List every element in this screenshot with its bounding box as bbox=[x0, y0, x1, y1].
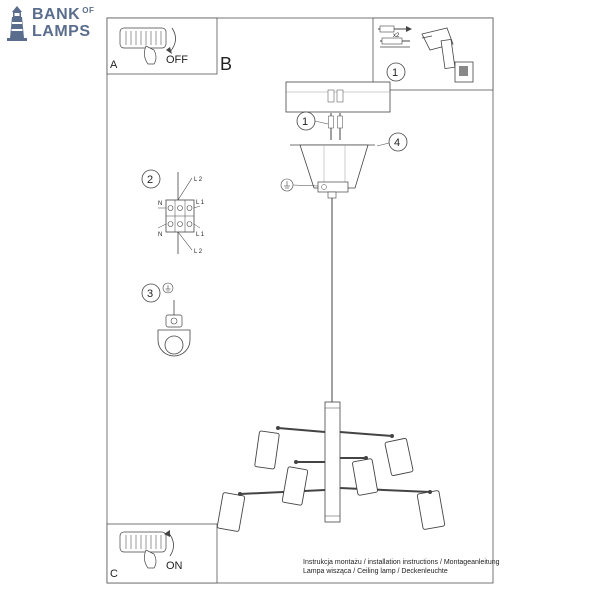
callout-4: 4 bbox=[394, 137, 400, 149]
wire-label-n-bottom: N bbox=[158, 232, 162, 238]
callout-3: 3 bbox=[147, 288, 153, 300]
kit-quantity: x2 bbox=[393, 33, 400, 39]
switch-off-icon bbox=[119, 27, 176, 65]
switch-on-icon bbox=[119, 530, 174, 569]
brand-word-of: OF bbox=[82, 6, 95, 15]
caption-line-2: Lampa wisząca / Ceiling lamp / Deckenleu… bbox=[303, 568, 448, 575]
ground-terminal bbox=[157, 300, 191, 357]
panel-c-letter: C bbox=[110, 568, 118, 580]
spotlight-joint bbox=[238, 426, 432, 496]
instruction-caption: Instrukcja montażu / installation instru… bbox=[303, 558, 503, 576]
callout-4-circle bbox=[388, 132, 408, 152]
brand-line-2: LAMPS bbox=[32, 23, 91, 40]
wire-label-l1-bottom: L 1 bbox=[196, 232, 205, 238]
drill-icon bbox=[421, 27, 474, 83]
lamp-body bbox=[239, 401, 431, 523]
brand-word-bank: BANK bbox=[32, 6, 81, 23]
callout-3-circle bbox=[141, 283, 161, 303]
panel-a-letter: A bbox=[110, 59, 118, 71]
canopy bbox=[290, 144, 375, 199]
panel-b-letter: B bbox=[220, 54, 232, 74]
mounting-screws bbox=[328, 113, 343, 140]
panel-a-action: OFF bbox=[166, 54, 188, 66]
spotlight-shade bbox=[216, 430, 446, 532]
callout-1-top: 1 bbox=[392, 67, 398, 79]
ground-icon bbox=[162, 282, 174, 294]
callout-2-circle bbox=[141, 169, 161, 189]
callout-1: 1 bbox=[302, 116, 308, 128]
wire-label-l2-top: L 2 bbox=[194, 177, 203, 183]
terminal-block bbox=[157, 172, 201, 254]
callout-1-top-circle bbox=[386, 62, 406, 82]
wire-label-l1-top: L 1 bbox=[196, 200, 205, 206]
ground-icon bbox=[280, 178, 319, 192]
screw-anchor-kit bbox=[378, 25, 412, 48]
caption-line-1: Instrukcja montażu / installation instru… bbox=[303, 559, 500, 566]
wire-label-l2-bottom: L 2 bbox=[194, 249, 203, 255]
callout-2: 2 bbox=[147, 174, 153, 186]
panel-c-action: ON bbox=[166, 560, 183, 572]
ceiling-plate bbox=[285, 81, 391, 113]
lighthouse-icon bbox=[7, 6, 27, 41]
sheet-frame bbox=[106, 17, 494, 584]
wire-label-n-top: N bbox=[158, 201, 162, 207]
